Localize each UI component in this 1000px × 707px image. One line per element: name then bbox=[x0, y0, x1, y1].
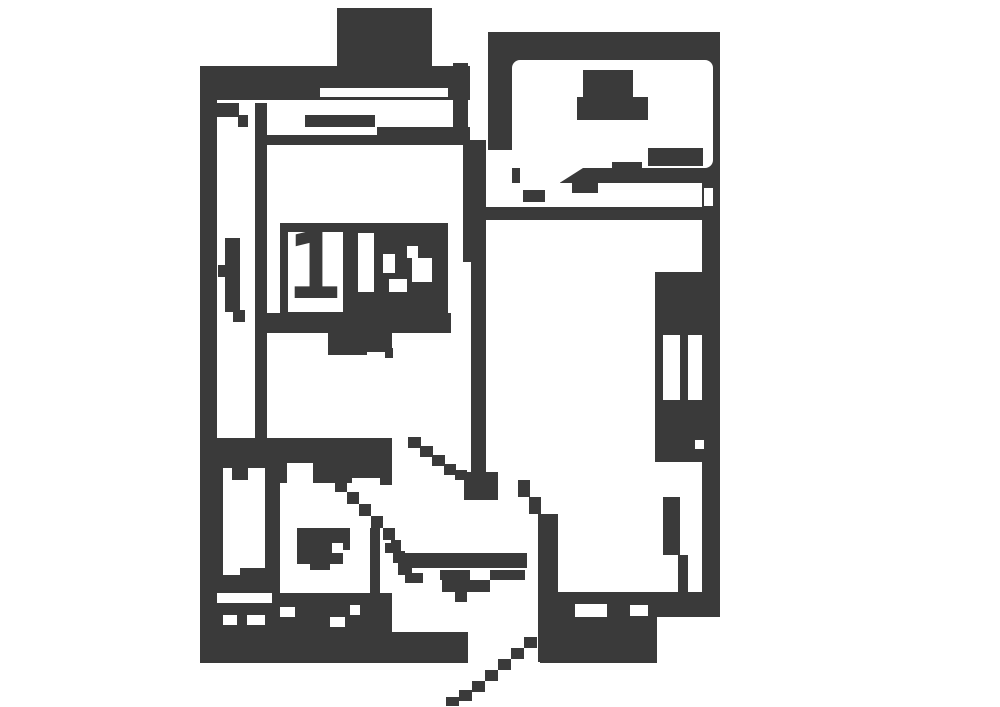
mid-wall bbox=[200, 438, 392, 463]
tail-side bbox=[512, 168, 520, 183]
corridor-wall bbox=[255, 103, 267, 438]
bottom-slit bbox=[217, 593, 272, 603]
arrow-step-b bbox=[518, 480, 530, 497]
bottom-window-pixel bbox=[247, 615, 265, 625]
arrow-step-blob bbox=[464, 472, 498, 500]
radiator-nub bbox=[218, 265, 225, 277]
partition-bar-upper bbox=[463, 140, 486, 262]
arrow-band-dash bbox=[490, 570, 525, 580]
door-swing-step bbox=[371, 516, 383, 528]
wall-stub bbox=[305, 115, 375, 127]
bottom-window-pixel bbox=[280, 607, 295, 617]
entry-block bbox=[217, 103, 239, 117]
door-swing-step bbox=[391, 540, 401, 552]
label-tongue bbox=[328, 333, 392, 355]
unit-number-label: 1 bbox=[286, 213, 342, 320]
arrow-tail-step bbox=[524, 637, 537, 648]
top-window-slit bbox=[320, 88, 448, 97]
arrow-step-a bbox=[408, 437, 421, 448]
entry-block-step bbox=[238, 115, 248, 127]
arrow-band-dash bbox=[455, 592, 467, 602]
bottom-window-pixel bbox=[350, 605, 360, 615]
arrow-tail-step bbox=[446, 697, 459, 706]
bottom-wall-pixel bbox=[630, 605, 648, 616]
mid-wall-column bbox=[380, 438, 392, 485]
cell2-slot bbox=[358, 233, 374, 280]
arrow-tail-step bbox=[485, 670, 498, 681]
window-slot bbox=[688, 335, 702, 400]
arrow-tail-step bbox=[498, 659, 511, 670]
closet-step bbox=[240, 568, 265, 580]
left-wall bbox=[200, 66, 217, 663]
cell2-pixel bbox=[407, 246, 418, 258]
bottom-right-block bbox=[540, 617, 657, 663]
arrow-step-a bbox=[455, 470, 467, 480]
diagonal-dash bbox=[523, 190, 545, 202]
room2-door-gap bbox=[287, 463, 313, 483]
label-underline bbox=[263, 313, 451, 333]
diagonal-dash bbox=[648, 148, 703, 166]
door-swing-step bbox=[359, 504, 371, 516]
arrow-band-step bbox=[393, 551, 405, 563]
tongue-notch bbox=[367, 352, 385, 362]
arrow-band-step bbox=[385, 543, 395, 553]
chimney-block bbox=[337, 8, 432, 66]
window-mullion-leg bbox=[678, 555, 688, 592]
arrow-band bbox=[405, 553, 527, 568]
closet-notch bbox=[232, 468, 248, 480]
door-swing-step bbox=[347, 492, 359, 504]
door-swing-step bbox=[335, 480, 347, 492]
callout-blob bbox=[583, 70, 633, 97]
arrow-band-step bbox=[398, 563, 412, 575]
radiator-step bbox=[233, 310, 245, 322]
arrow-tail-step bbox=[472, 681, 485, 692]
arrow-step-a bbox=[432, 455, 445, 466]
arrow-step-a bbox=[420, 446, 433, 457]
bottom-wall-ext bbox=[382, 632, 468, 663]
arrow-bar bbox=[538, 514, 558, 662]
window-pixel bbox=[695, 440, 704, 449]
arrow-step-a bbox=[444, 464, 456, 475]
arrow-step-b bbox=[529, 497, 541, 514]
room1-top-wall-right bbox=[377, 127, 470, 135]
cell2-slot bbox=[383, 254, 395, 273]
cell2-slot bbox=[412, 258, 432, 282]
window-slot bbox=[663, 335, 680, 400]
radiator bbox=[225, 238, 240, 312]
tongue-nub bbox=[385, 348, 393, 358]
cell2-pixel bbox=[358, 279, 374, 292]
callout-blob bbox=[577, 97, 648, 120]
partition-bar-lower bbox=[471, 262, 486, 474]
arrow-band-dash bbox=[440, 570, 470, 580]
cell2-pixel bbox=[389, 279, 407, 292]
door-swing-step bbox=[383, 528, 395, 540]
room3-top-wall bbox=[483, 207, 702, 220]
room2-label-pixel bbox=[332, 543, 343, 553]
arrow-tail-step bbox=[459, 690, 472, 701]
window-mullion bbox=[663, 497, 680, 555]
bottom-wall-slot bbox=[575, 604, 607, 617]
room1-top-wall bbox=[255, 135, 470, 145]
closet-slot bbox=[223, 468, 265, 575]
room2-label-blob bbox=[310, 562, 330, 570]
right-wall-slot bbox=[704, 188, 713, 206]
bottom-window-pixel bbox=[223, 615, 237, 625]
arrow-tail-step bbox=[511, 648, 524, 659]
arrow-band-dash bbox=[442, 580, 490, 592]
bottom-window-pixel bbox=[330, 617, 345, 627]
unit-label-cell1 bbox=[288, 232, 343, 312]
room2-label-blob bbox=[297, 548, 343, 564]
diagonal-dash bbox=[572, 180, 598, 193]
bottom-wall bbox=[200, 593, 392, 663]
partition-top bbox=[453, 63, 468, 138]
arrow-band-step bbox=[405, 573, 423, 583]
diagonal-dash bbox=[612, 162, 642, 176]
